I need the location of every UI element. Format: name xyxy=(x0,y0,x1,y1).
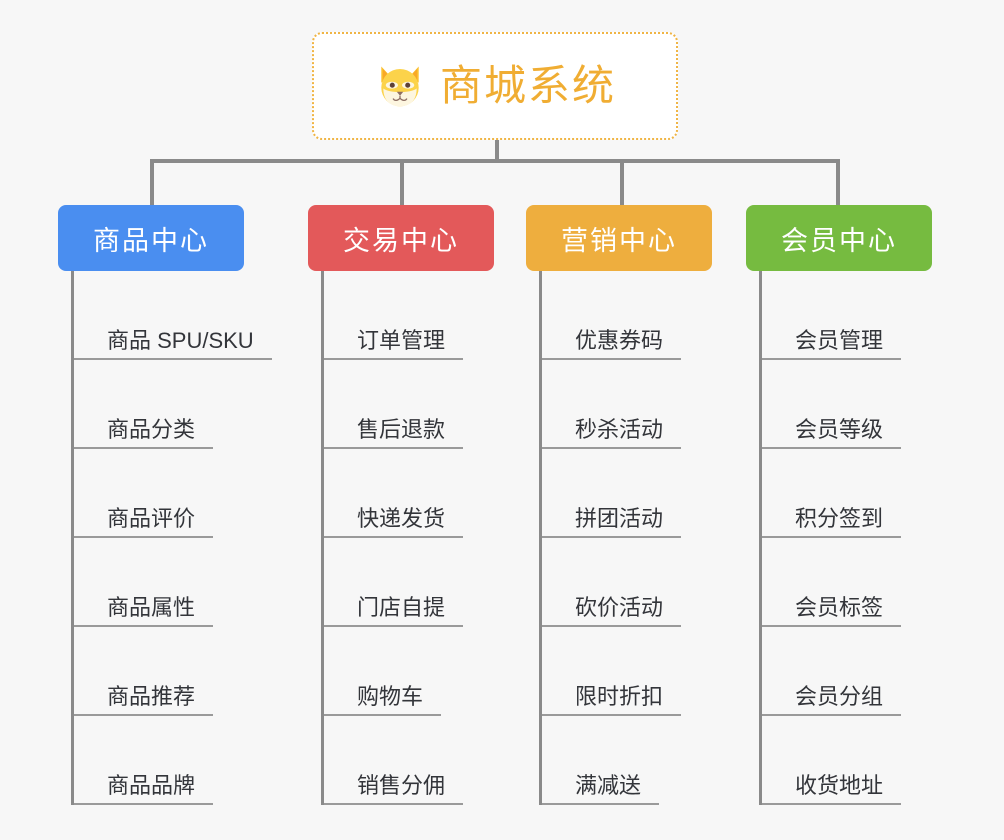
column-product-center: 商品中心 商品 SPU/SKU 商品分类 商品评价 商品属性 商品推荐 商品品牌 xyxy=(58,205,272,805)
leaf-item[interactable]: 优惠券码 xyxy=(542,271,712,360)
connector-horizontal-bar xyxy=(150,159,840,163)
leaf-underline xyxy=(74,536,213,538)
connector-root-stem xyxy=(495,140,499,162)
shiba-dog-face-icon xyxy=(381,66,419,108)
leaf-item[interactable]: 快递发货 xyxy=(324,449,494,538)
leaf-label: 拼团活动 xyxy=(542,506,681,538)
leaf-underline xyxy=(324,536,463,538)
leaf-list-marketing-center: 优惠券码 秒杀活动 拼团活动 砍价活动 限时折扣 满减送 xyxy=(539,271,712,805)
leaf-label: 门店自提 xyxy=(324,595,463,627)
connector-drop-trade-center xyxy=(400,159,404,207)
leaf-item[interactable]: 会员分组 xyxy=(762,627,932,716)
leaf-label: 快递发货 xyxy=(324,506,463,538)
leaf-item[interactable]: 砍价活动 xyxy=(542,538,712,627)
leaf-underline xyxy=(324,625,463,627)
leaf-underline xyxy=(74,803,213,805)
category-header-trade-center[interactable]: 交易中心 xyxy=(308,205,494,271)
leaf-underline xyxy=(762,625,901,627)
leaf-label: 商品分类 xyxy=(74,417,213,449)
leaf-list-member-center: 会员管理 会员等级 积分签到 会员标签 会员分组 收货地址 xyxy=(759,271,932,805)
leaf-underline xyxy=(324,803,463,805)
leaf-label: 收货地址 xyxy=(762,773,901,805)
column-marketing-center: 营销中心 优惠券码 秒杀活动 拼团活动 砍价活动 限时折扣 满减送 xyxy=(526,205,712,805)
leaf-label: 商品 SPU/SKU xyxy=(74,328,272,360)
root-title: 商城系统 xyxy=(439,62,616,109)
leaf-item[interactable]: 售后退款 xyxy=(324,360,494,449)
category-label: 会员中心 xyxy=(781,225,897,256)
leaf-item[interactable]: 销售分佣 xyxy=(324,716,494,805)
connector-drop-product-center xyxy=(150,159,154,207)
leaf-underline xyxy=(74,714,213,716)
leaf-label: 砍价活动 xyxy=(542,595,681,627)
leaf-item[interactable]: 门店自提 xyxy=(324,538,494,627)
category-label: 商品中心 xyxy=(93,225,209,256)
leaf-underline xyxy=(74,447,213,449)
leaf-item[interactable]: 会员等级 xyxy=(762,360,932,449)
leaf-underline xyxy=(762,714,901,716)
leaf-underline xyxy=(324,358,463,360)
connector-drop-marketing-center xyxy=(620,159,624,207)
leaf-label: 商品推荐 xyxy=(74,684,213,716)
leaf-item[interactable]: 商品品牌 xyxy=(74,716,244,805)
leaf-label: 销售分佣 xyxy=(324,773,463,805)
leaf-item[interactable]: 订单管理 xyxy=(324,271,494,360)
leaf-item[interactable]: 满减送 xyxy=(542,716,712,805)
leaf-item[interactable]: 限时折扣 xyxy=(542,627,712,716)
leaf-underline xyxy=(324,714,441,716)
leaf-label: 优惠券码 xyxy=(542,328,681,360)
leaf-item[interactable]: 购物车 xyxy=(324,627,494,716)
leaf-item[interactable]: 会员标签 xyxy=(762,538,932,627)
leaf-underline xyxy=(542,536,681,538)
leaf-label: 会员标签 xyxy=(762,595,901,627)
column-trade-center: 交易中心 订单管理 售后退款 快递发货 门店自提 购物车 销售分佣 xyxy=(308,205,494,805)
leaf-underline xyxy=(542,625,681,627)
leaf-underline xyxy=(74,358,272,360)
leaf-item[interactable]: 商品 SPU/SKU xyxy=(74,271,272,360)
leaf-item[interactable]: 收货地址 xyxy=(762,716,932,805)
leaf-label: 商品品牌 xyxy=(74,773,213,805)
leaf-label: 订单管理 xyxy=(324,328,463,360)
category-label: 交易中心 xyxy=(343,225,459,256)
leaf-item[interactable]: 积分签到 xyxy=(762,449,932,538)
leaf-item[interactable]: 会员管理 xyxy=(762,271,932,360)
connector-drop-member-center xyxy=(836,159,840,207)
leaf-list-product-center: 商品 SPU/SKU 商品分类 商品评价 商品属性 商品推荐 商品品牌 xyxy=(71,271,272,805)
leaf-underline xyxy=(74,625,213,627)
leaf-label: 售后退款 xyxy=(324,417,463,449)
leaf-label: 会员等级 xyxy=(762,417,901,449)
leaf-item[interactable]: 商品分类 xyxy=(74,360,244,449)
leaf-underline xyxy=(542,447,681,449)
leaf-item[interactable]: 商品评价 xyxy=(74,449,244,538)
leaf-list-trade-center: 订单管理 售后退款 快递发货 门店自提 购物车 销售分佣 xyxy=(321,271,494,805)
leaf-label: 秒杀活动 xyxy=(542,417,681,449)
leaf-item[interactable]: 商品推荐 xyxy=(74,627,244,716)
leaf-underline xyxy=(542,714,681,716)
leaf-label: 会员分组 xyxy=(762,684,901,716)
root-node[interactable]: 商城系统 xyxy=(312,32,678,140)
leaf-underline xyxy=(324,447,463,449)
leaf-underline xyxy=(762,447,901,449)
category-header-marketing-center[interactable]: 营销中心 xyxy=(526,205,712,271)
leaf-label: 商品评价 xyxy=(74,506,213,538)
leaf-label: 购物车 xyxy=(324,684,441,716)
leaf-item[interactable]: 商品属性 xyxy=(74,538,244,627)
leaf-underline xyxy=(762,803,901,805)
leaf-underline xyxy=(542,358,681,360)
leaf-underline xyxy=(762,358,901,360)
column-member-center: 会员中心 会员管理 会员等级 积分签到 会员标签 会员分组 收货地址 xyxy=(746,205,932,805)
leaf-label: 商品属性 xyxy=(74,595,213,627)
leaf-underline xyxy=(542,803,659,805)
leaf-label: 积分签到 xyxy=(762,506,901,538)
category-header-product-center[interactable]: 商品中心 xyxy=(58,205,244,271)
leaf-item[interactable]: 秒杀活动 xyxy=(542,360,712,449)
leaf-item[interactable]: 拼团活动 xyxy=(542,449,712,538)
leaf-label: 满减送 xyxy=(542,773,659,805)
leaf-label: 限时折扣 xyxy=(542,684,681,716)
category-label: 营销中心 xyxy=(561,225,677,256)
category-header-member-center[interactable]: 会员中心 xyxy=(746,205,932,271)
leaf-label: 会员管理 xyxy=(762,328,901,360)
leaf-underline xyxy=(762,536,901,538)
